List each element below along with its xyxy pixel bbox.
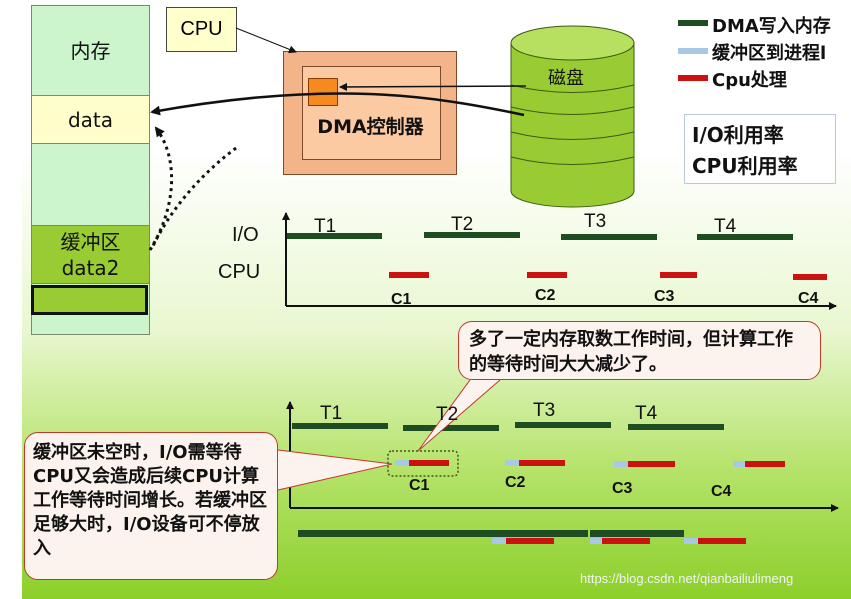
timeline2-io-bars (292, 422, 724, 431)
c1-highlight-box (387, 450, 459, 477)
legend-buffer-to-process: 缓冲区到进程l (712, 43, 827, 64)
timeline2-axes (286, 401, 839, 512)
timeline2-c1: C1 (409, 477, 430, 494)
dma-to-memory-arrow (150, 92, 525, 117)
left-note-text: 缓冲区未空时，I/O需等待CPU又会造成后续CPU计算工作等待时间增长。若缓冲区… (33, 442, 267, 559)
dma-controller-inner (302, 66, 441, 160)
memory-column: 内存 data 缓冲区 data2 (31, 5, 150, 335)
timeline2-t2: T2 (436, 404, 459, 425)
continuous-io-bar (298, 530, 746, 544)
memory-empty-cell (32, 144, 149, 226)
timeline2-t4: T4 (635, 403, 658, 424)
timeline2-t3: T3 (533, 400, 556, 421)
memory-label-text: 内存 (70, 38, 111, 63)
buffer-slot (31, 285, 148, 315)
disk-to-dma-arrow (339, 82, 527, 91)
timeline1-cpu-bars (389, 272, 827, 280)
left-note: 缓冲区未空时，I/O需等待CPU又会造成后续CPU计算工作等待时间增长。若缓冲区… (24, 432, 278, 580)
cpu-utilization-label: CPU利用率 (692, 154, 798, 178)
timeline1-t3: T3 (584, 211, 607, 232)
disk-icon (510, 25, 635, 208)
cpu-box: CPU (166, 7, 237, 52)
timeline1-cpu-label: CPU (218, 261, 261, 283)
cpu-box-label: CPU (180, 18, 223, 40)
utilization-box (684, 114, 836, 184)
timeline1-t4: T4 (714, 216, 737, 237)
left-note-pointer (277, 449, 393, 491)
timeline1-axes (282, 212, 837, 310)
legend-cpu-process: Cpu处理 (712, 70, 787, 91)
timeline1-t2: T2 (451, 214, 474, 235)
dma-register (308, 78, 338, 106)
timeline1-c3: C3 (654, 288, 675, 305)
timeline1-t1: T1 (314, 216, 337, 237)
timeline2-cpu-bars (395, 460, 785, 467)
timeline2-c3: C3 (612, 480, 633, 497)
timeline1-c4: C4 (798, 290, 819, 307)
legend-swatches (678, 20, 708, 81)
watermark: https://blog.csdn.net/qianbailiulimeng (580, 571, 794, 586)
cpu-to-dma-arrow (235, 27, 297, 54)
memory-data-cell: data (32, 96, 149, 144)
timeline2-c4: C4 (711, 483, 732, 500)
top-note-text: 多了一定内存取数工作时间，但计算工作的等待时间大大减少了。 (469, 329, 793, 375)
timeline2-c2: C2 (505, 474, 526, 491)
io-utilization-label: I/O利用率 (692, 123, 784, 147)
disk-label: 磁盘 (548, 68, 584, 89)
buffer-label: 缓冲区 (60, 229, 121, 254)
timeline1-io-bars (287, 232, 793, 240)
dma-controller-label: DMA控制器 (317, 116, 424, 138)
top-note-pointer (417, 379, 501, 452)
incoming-dotted-arrow (150, 146, 237, 249)
memory-data-text: data (67, 107, 114, 132)
memory-label: 内存 (32, 6, 149, 96)
timeline2-t1: T1 (320, 403, 343, 424)
buffer-data-label: data2 (61, 255, 120, 280)
top-note: 多了一定内存取数工作时间，但计算工作的等待时间大大减少了。 (458, 321, 821, 380)
timeline1-c2: C2 (535, 287, 556, 304)
timeline1-io-label: I/O (232, 224, 259, 246)
legend-dma-write: DMA写入内存 (712, 16, 831, 37)
buffer-to-data-dotted-arrow (148, 126, 174, 251)
buffer-cell: 缓冲区 data2 (32, 226, 149, 284)
timeline1-c1: C1 (391, 291, 412, 308)
